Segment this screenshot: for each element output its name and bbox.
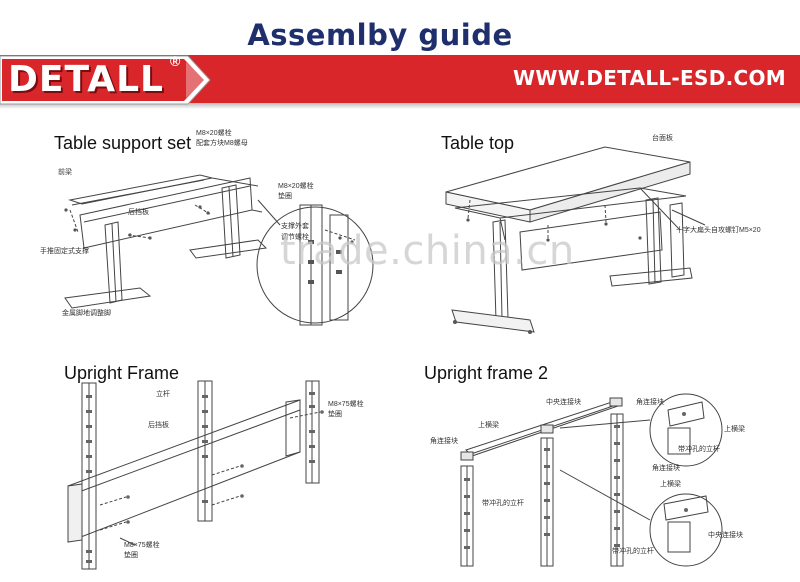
note-uf2-8: 带冲孔的立杆 (678, 446, 720, 453)
label-table-top: Table top (441, 133, 515, 153)
note-ts-2: 配套方块M8螺母 (196, 140, 248, 147)
note-uf2-7: 上横梁 (724, 426, 745, 433)
note-uf-3: 垫圈 (328, 411, 342, 418)
note-uf-1: 立杆 (156, 391, 170, 398)
note-uf-6: 垫圈 (124, 552, 138, 559)
note-uf2-1: 中央连接块 (546, 399, 581, 406)
note-uf2-6: 角连接块 (652, 465, 680, 472)
note-uf-2: M8×75螺栓 (328, 401, 364, 408)
label-table-support-set: Table support set (54, 133, 192, 153)
note-ts-6: 后挡板 (128, 209, 149, 216)
note-uf2-2: 角连接块 (430, 438, 458, 445)
note-ts-4: M8×20螺栓 (278, 183, 314, 190)
note-ts-5: 垫圈 (278, 193, 292, 200)
page-title: Assemlby guide (247, 18, 513, 52)
label-upright-frame-2: Upright frame 2 (424, 363, 549, 383)
registered-mark: ® (170, 53, 181, 69)
note-uf-4: 后挡板 (148, 422, 169, 429)
note-uf-5: M8×75螺栓 (124, 542, 160, 549)
note-uf2-11: 中央连接块 (708, 532, 743, 539)
brand-name: DETALL (8, 59, 164, 100)
note-ts-8: 调节螺栓 (281, 234, 309, 241)
note-ts-3: 前梁 (58, 169, 72, 176)
note-uf2-10: 带冲孔的立杆 (612, 548, 654, 555)
banner-shadow (0, 103, 800, 109)
note-tt-2: 十字大扁头自攻螺钉M5×20 (676, 227, 761, 234)
note-ts-9: 手推固定式支撑 (40, 248, 89, 255)
note-uf2-5: 带冲孔的立杆 (482, 500, 524, 507)
note-ts-10: 金属脚地调整脚 (62, 310, 111, 317)
note-uf2-4: 角连接块 (636, 399, 664, 406)
brand-logo-badge (0, 55, 211, 105)
website-url[interactable]: WWW.DETALL-ESD.COM (512, 66, 786, 90)
watermark-text: trade.china.cn (280, 228, 575, 274)
note-ts-1: M8×20螺栓 (196, 130, 232, 137)
label-upright-frame: Upright Frame (64, 363, 180, 383)
note-uf2-3: 上横梁 (478, 422, 499, 429)
note-ts-7: 支撑外套 (281, 223, 309, 230)
note-uf2-9: 上横梁 (660, 481, 681, 488)
note-tt-1: 台面板 (652, 135, 673, 142)
